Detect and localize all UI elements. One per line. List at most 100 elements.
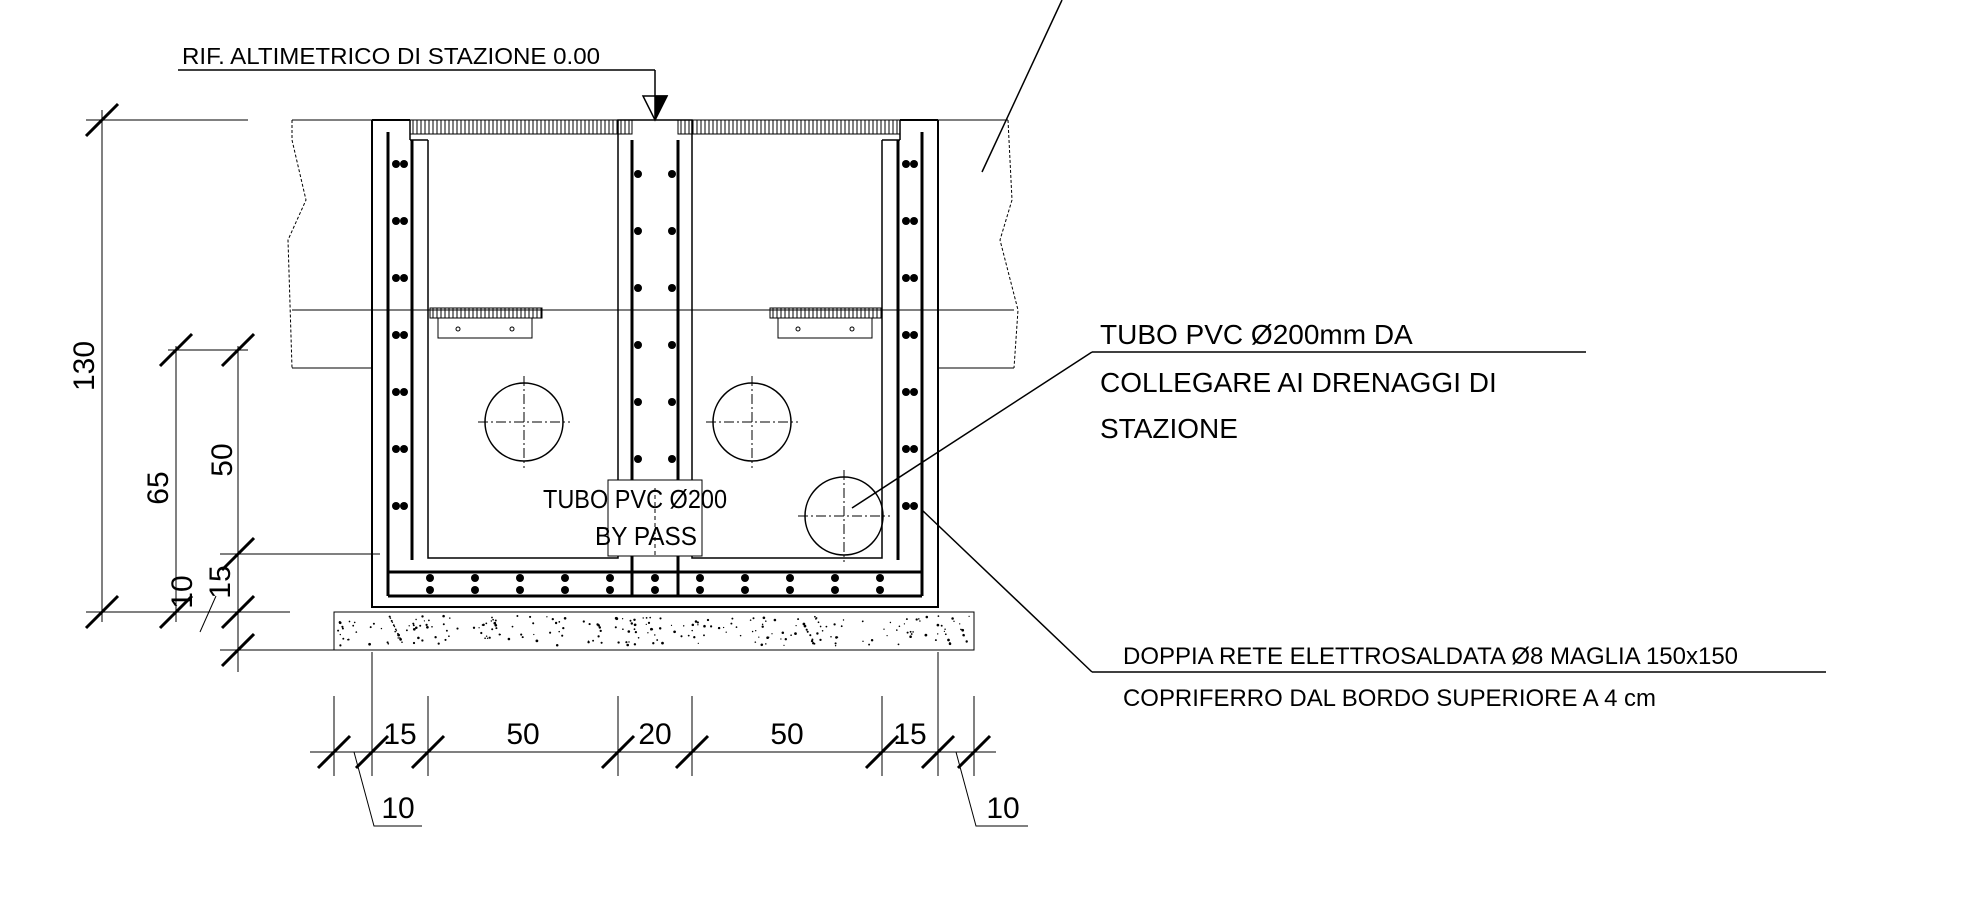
concrete-speckle (918, 618, 920, 620)
rebar-dot (634, 455, 642, 463)
dim-lean-concrete: 10 (166, 575, 199, 608)
concrete-speckle (673, 630, 676, 634)
top-gratings (409, 119, 901, 135)
concrete-speckle (419, 624, 422, 627)
concrete-speckle (347, 638, 350, 641)
concrete-speckle (499, 633, 501, 636)
dim-total-height: 130 (68, 341, 101, 391)
concrete-speckle (833, 623, 836, 626)
rebar-dot (392, 217, 400, 225)
concrete-speckle (703, 634, 705, 637)
concrete-speckle (599, 629, 602, 633)
concrete-speckle (725, 631, 727, 633)
concrete-speckle (495, 627, 498, 630)
concrete-speckle (492, 618, 494, 621)
concrete-speckle (760, 643, 764, 647)
concrete-speckle (491, 616, 493, 619)
rebar-dot (561, 574, 569, 582)
rebar-dot (902, 331, 910, 339)
rebar-dot (902, 274, 910, 282)
concrete-speckle (821, 630, 824, 632)
concrete-speckle (341, 627, 344, 630)
concrete-speckle (339, 633, 341, 636)
concrete-speckle (395, 630, 398, 632)
concrete-speckle (959, 623, 961, 625)
concrete-speckle (401, 641, 403, 643)
concrete-speckle (835, 636, 838, 639)
concrete-speckle (817, 621, 820, 624)
concrete-speckle (809, 634, 812, 637)
concrete-speckle (412, 622, 415, 625)
concrete-speckle (654, 634, 656, 636)
dim-inner-height: 65 (142, 471, 175, 504)
concrete-speckle (949, 642, 951, 644)
concrete-speckle (810, 639, 814, 643)
rebar-dot (741, 574, 749, 582)
concrete-speckle (391, 621, 394, 624)
concrete-speckle (670, 624, 673, 627)
concrete-speckle (563, 617, 567, 620)
concrete-speckle (953, 620, 955, 622)
rebar-dot (400, 217, 408, 225)
concrete-speckle (339, 644, 342, 647)
concrete-speckle (397, 633, 400, 637)
concrete-speckle (696, 621, 699, 624)
concrete-speckle (600, 641, 603, 644)
concrete-speckle (797, 618, 800, 621)
concrete-speckle (647, 621, 651, 625)
rebar-dot (668, 170, 676, 178)
concrete-speckle (659, 617, 662, 620)
concrete-speckle (815, 618, 817, 620)
concrete-speckle (520, 633, 523, 636)
concrete-speckle (484, 637, 486, 640)
concrete-speckle (491, 628, 494, 631)
rebar-dot (696, 586, 704, 594)
concrete-speckle (943, 630, 946, 633)
rebar-dot (392, 502, 400, 510)
concrete-speckle (697, 624, 699, 626)
concrete-speckle (478, 627, 480, 629)
concrete-speckle (442, 623, 445, 626)
concrete-speckle (529, 615, 532, 618)
rebar-dot (876, 586, 884, 594)
rebar-dot (634, 398, 642, 406)
concrete-speckle (421, 615, 424, 618)
dim-left-wall: 15 (383, 718, 416, 751)
concrete-speckle (758, 636, 760, 638)
concrete-speckle (651, 628, 654, 631)
concrete-speckle (425, 623, 428, 627)
concrete-speckle (633, 618, 636, 622)
concrete-speckle (582, 620, 585, 623)
concrete-speckle (751, 630, 754, 633)
rebar-dot (786, 586, 794, 594)
rebar-dot (400, 274, 408, 282)
rebar-dot (668, 227, 676, 235)
concrete-speckle (925, 615, 929, 619)
concrete-speckle (558, 630, 560, 633)
rebar-dot (400, 502, 408, 510)
dim-left-lean: 10 (381, 792, 414, 825)
concrete-speckle (687, 634, 690, 637)
concrete-speckle (645, 623, 647, 626)
concrete-speckle (897, 643, 900, 646)
rebar-dot (516, 574, 524, 582)
drain-pipe-callout-line3: STAZIONE (1100, 413, 1238, 444)
concrete-speckle (394, 630, 396, 633)
concrete-speckle (944, 628, 946, 631)
concrete-speckle (629, 619, 632, 622)
concrete-speckle (968, 615, 970, 618)
concrete-speckle (883, 628, 885, 630)
concrete-speckle (790, 634, 792, 637)
concrete-speckle (691, 629, 693, 632)
concrete-speckle (814, 615, 816, 618)
concrete-speckle (762, 616, 766, 620)
rebar-dot (668, 341, 676, 349)
rebar-dots (392, 160, 918, 594)
concrete-speckle (765, 620, 767, 622)
concrete-speckle (735, 626, 738, 628)
concrete-speckle (337, 629, 340, 632)
concrete-speckle (405, 629, 408, 632)
rebar-dot (902, 217, 910, 225)
concrete-speckle (937, 615, 940, 617)
concrete-speckle (444, 638, 447, 641)
